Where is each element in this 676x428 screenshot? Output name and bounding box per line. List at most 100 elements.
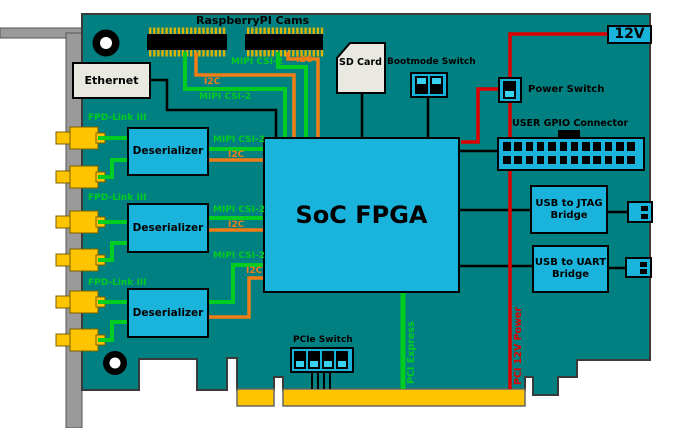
sd-card-shape [336, 42, 386, 94]
i2c-label-des3: I2C [246, 266, 263, 276]
pcie-switch-label: PCIe Switch [293, 335, 353, 345]
wire-i2c-des3 [208, 276, 263, 319]
i2c-label-cam1: I2C [204, 77, 221, 87]
deserializer-1-label: Deserializer [132, 145, 204, 158]
gpio-pin [627, 142, 635, 151]
pci-12v-power-label: PCI 12V Power [513, 306, 524, 385]
wire-fpd-3b [98, 320, 127, 342]
gpio-pin [570, 142, 579, 151]
gpio-pin [559, 142, 567, 151]
gpio-pin [582, 155, 590, 164]
ethernet-port: Ethernet [72, 62, 151, 99]
soc-fpga-chip: SoC FPGA [263, 137, 460, 293]
i2c-label-des1: I2C [228, 150, 245, 160]
usb-uart-bridge: USB to UART Bridge [532, 245, 609, 293]
gpio-pin [536, 155, 545, 164]
usb-connector-uart-pin2 [640, 269, 647, 274]
user-gpio-label: USER GPIO Connector [512, 118, 629, 129]
gpio-pin [627, 155, 635, 164]
mipi-label-cam2: MIPI CSI-2 [231, 57, 283, 67]
deserializer-1: Deserializer [127, 127, 209, 176]
usb-jtag-bridge: USB to JTAG Bridge [530, 185, 608, 234]
pcie-switch-dip-3 [322, 351, 334, 369]
power-switch-slider [503, 81, 516, 99]
usb-connector-jtag-pin1 [641, 206, 648, 211]
usb-uart-label-line2: Bridge [551, 269, 590, 280]
deserializer-2-label: Deserializer [132, 221, 204, 234]
gpio-pin [548, 142, 556, 151]
orange-wires [194, 52, 320, 319]
gpio-pin [616, 155, 624, 164]
gpio-pin [525, 155, 534, 164]
mipi-label-des1: MIPI CSI-2 [213, 135, 265, 145]
usb-connector-jtag [627, 201, 653, 223]
wire-i2c-cam1 [194, 52, 296, 137]
wire-fpd-1b [98, 158, 127, 179]
wire-mipi-cam2 [276, 52, 308, 137]
gpio-pin [536, 142, 545, 151]
usb-uart-label-line1: USB to UART [534, 257, 607, 268]
gpio-connector-tab [558, 130, 580, 138]
gpio-pin [514, 155, 522, 164]
pcie-switch-dip-1 [294, 351, 306, 369]
wire-pcie-switch-legs [311, 373, 331, 389]
usb-jtag-label-line1: USB to JTAG [535, 197, 603, 209]
camera-connector-2 [245, 27, 324, 57]
fpd-link-label-3: FPD-Link III [88, 278, 147, 288]
gpio-pin [525, 142, 534, 151]
i2c-label-des2: I2C [228, 220, 245, 230]
gpio-pin [570, 155, 579, 164]
wire-fpd-2b [98, 241, 127, 262]
wire-12v-powerswitch [508, 32, 608, 77]
gpio-pin [616, 142, 624, 151]
gpio-pin [559, 155, 567, 164]
wire-powerswitch-fpga [461, 87, 498, 144]
gpio-pin [593, 142, 601, 151]
mounting-hole-top [92, 29, 120, 57]
raspberry-cams-label: RaspberryPI Cams [196, 14, 310, 27]
pcie-switch-dip-4 [336, 351, 348, 369]
usb-connector-jtag-pin2 [641, 214, 648, 219]
deserializer-3-label: Deserializer [132, 306, 204, 319]
wire-mipi-des3 [208, 263, 263, 304]
gpio-pin [548, 155, 556, 164]
gpio-pin [503, 142, 511, 151]
pci-express-label: PCI Express [406, 321, 417, 384]
wire-ethernet-fpga [150, 78, 278, 137]
wire-mipi-cam1 [183, 52, 287, 137]
supply-12v-connector: 12V [607, 25, 652, 44]
wire-i2c-cam2 [286, 52, 320, 137]
gpio-pin [604, 155, 613, 164]
camera-connector-2-pins [247, 27, 324, 57]
pcie-switch-dip-2 [308, 351, 320, 369]
power-switch-label: Power Switch [528, 84, 605, 95]
mipi-label-cam1: MIPI CSI-2 [199, 92, 251, 102]
gpio-connector-pins [497, 137, 645, 171]
bootmode-dip-2 [430, 76, 443, 94]
supply-12v-label: 12V [614, 26, 645, 43]
usb-connector-uart [625, 257, 652, 278]
fpd-link-label-2: FPD-Link III [88, 193, 147, 203]
green-wires [98, 52, 406, 389]
mipi-label-des3: MIPI CSI-2 [213, 251, 265, 261]
fpd-link-coax-connectors [55, 126, 106, 352]
usb-jtag-label-line2: Bridge [550, 209, 588, 221]
gpio-pin [514, 142, 522, 151]
pcie-gold-fingers-short [236, 388, 275, 407]
sd-card-label: SD Card [339, 57, 382, 68]
bootmode-dip-1 [415, 76, 428, 94]
mounting-hole-bottom [103, 351, 127, 375]
pcie-gold-fingers-long [282, 388, 526, 407]
usb-connector-uart-pin1 [640, 262, 647, 267]
mipi-label-des2: MIPI CSI-2 [213, 205, 265, 215]
gpio-pin [604, 142, 613, 151]
ethernet-label: Ethernet [84, 73, 139, 87]
i2c-label-cam2: I2C [296, 55, 313, 65]
gpio-pin [582, 142, 590, 151]
deserializer-2: Deserializer [127, 203, 209, 253]
gpio-pin [593, 155, 601, 164]
fpd-link-label-1: FPD-Link III [88, 113, 147, 123]
soc-fpga-label: SoC FPGA [295, 200, 428, 229]
gpio-pin [503, 155, 511, 164]
